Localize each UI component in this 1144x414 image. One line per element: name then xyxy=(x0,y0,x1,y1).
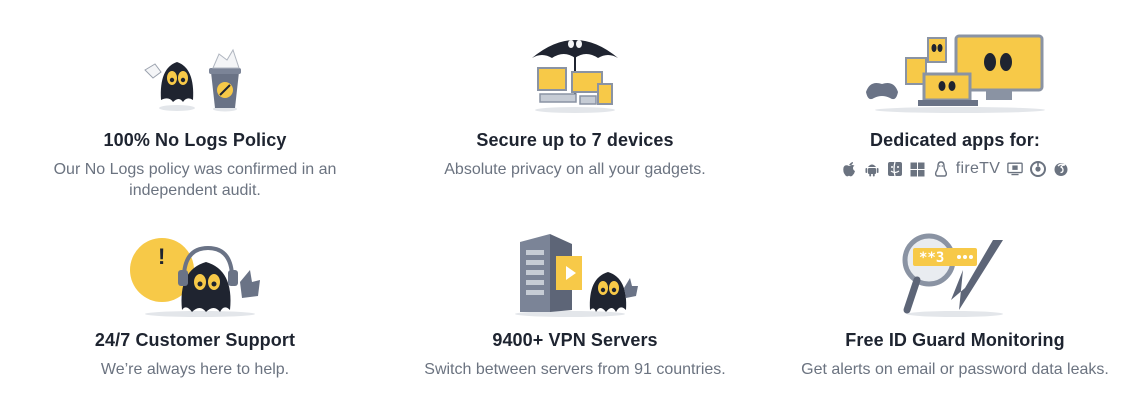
feature-description: Absolute privacy on all your gadgets. xyxy=(444,161,706,178)
feature-id-guard: **3 Free ID Guard Monitoring Get alerts … xyxy=(765,230,1144,380)
feature-title: Free ID Guard Monitoring xyxy=(845,330,1065,350)
apple-icon xyxy=(841,161,857,177)
server-ghost-icon xyxy=(515,234,638,317)
firefox-icon xyxy=(1053,161,1069,177)
svg-text:!: ! xyxy=(158,244,165,269)
feature-title: Secure up to 7 devices xyxy=(476,130,674,150)
feature-title: 100% No Logs Policy xyxy=(103,130,287,150)
smart-tv-icon xyxy=(1007,161,1024,177)
chrome-icon xyxy=(1030,161,1047,177)
magnifier-check-icon: **3 xyxy=(902,233,1003,317)
id-guard-illustration: **3 xyxy=(765,230,1144,320)
multi-device-icon xyxy=(866,34,1045,113)
feature-title: 9400+ VPN Servers xyxy=(492,330,658,350)
feature-devices: Secure up to 7 devices Absolute privacy … xyxy=(385,28,765,180)
feature-apps: Dedicated apps for: fireTV xyxy=(765,28,1144,177)
feature-support: ! 24/7 Customer Support We’re always her… xyxy=(5,230,385,380)
finder-icon xyxy=(887,161,903,177)
feature-no-logs: 100% No Logs Policy Our No Logs policy w… xyxy=(5,28,385,201)
support-illustration: ! xyxy=(5,230,385,320)
apps-illustration xyxy=(765,28,1144,116)
linux-icon xyxy=(933,161,949,177)
ghost-headset-icon: ! xyxy=(130,238,260,317)
feature-title: 24/7 Customer Support xyxy=(94,330,296,350)
android-icon xyxy=(864,161,880,177)
no-logs-illustration xyxy=(5,28,385,116)
windows-icon xyxy=(910,161,926,177)
platform-icons: fireTV xyxy=(765,161,1144,177)
feature-title: Dedicated apps for: xyxy=(870,130,1040,150)
ghost-trash-icon xyxy=(144,48,241,112)
feature-description: Our No Logs policy was confirmed in an i… xyxy=(53,161,337,199)
umbrella-devices-icon xyxy=(532,40,618,113)
servers-illustration xyxy=(385,230,765,320)
password-mask: **3 xyxy=(919,250,944,266)
feature-servers: 9400+ VPN Servers Switch between servers… xyxy=(385,230,765,380)
fire-tv-icon: fireTV xyxy=(955,160,1001,177)
feature-description: Switch between servers from 91 countries… xyxy=(424,361,726,378)
feature-description: Get alerts on email or password data lea… xyxy=(801,361,1109,378)
feature-description: We’re always here to help. xyxy=(100,361,290,378)
devices-illustration xyxy=(385,28,765,116)
